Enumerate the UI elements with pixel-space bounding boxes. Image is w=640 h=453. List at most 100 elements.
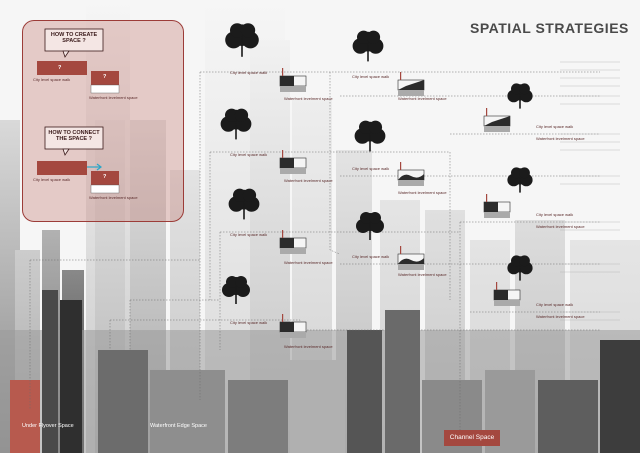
tree-crown-5-4	[368, 120, 383, 134]
tree-crown-3-3	[511, 83, 522, 95]
tree-trunk-2	[367, 46, 369, 62]
water-level-4	[280, 168, 306, 174]
strategy-1-water-label: Waterfront levelment space	[284, 96, 333, 101]
tree-crown-10-3	[226, 276, 238, 288]
strategy-5-water-label: Waterfront levelment space	[398, 190, 447, 195]
page-title: SPATIAL STRATEGIES	[470, 20, 629, 36]
connector-line	[329, 72, 341, 255]
tree-crown-8-4	[369, 212, 381, 224]
strategy-2-city-label: City level space walk	[352, 74, 390, 79]
tree-crown-1-4	[240, 23, 256, 38]
person-mark-2	[400, 72, 402, 80]
slope-block-2	[398, 80, 424, 90]
legend-city-label-1: City level space walk	[33, 77, 71, 82]
strategy-5-city-label: City level space walk	[352, 166, 390, 171]
step-block-1	[280, 76, 294, 86]
question-mark-3: ?	[103, 174, 107, 180]
tree-crown-5-3	[359, 120, 373, 134]
strategy-6-city-label: City level space walk	[536, 212, 574, 217]
tree-trunk-1	[241, 40, 243, 57]
tree-crown-2-3	[357, 30, 371, 44]
strategy-10-city-label: City level space walk	[230, 320, 268, 325]
tree-trunk-6	[519, 180, 521, 193]
tree-trunk-7	[243, 204, 245, 220]
strategy-7-water-label: Waterfront levelment space	[284, 260, 333, 265]
connector-line	[340, 95, 600, 265]
legend-water-label-2: Waterfront levelment space	[89, 195, 138, 200]
connector-line	[29, 259, 200, 410]
connector-line	[209, 151, 450, 300]
question-mark-1: ?	[58, 65, 62, 71]
water-level-5	[398, 180, 424, 186]
connector-line	[109, 319, 600, 410]
water-level-3	[484, 126, 510, 132]
person-mark-6	[486, 194, 488, 202]
tree-crown-1-3	[230, 23, 245, 38]
connector-line	[199, 71, 600, 400]
person-mark-7	[282, 230, 284, 238]
connector-line	[219, 231, 460, 350]
connector-line	[459, 221, 600, 430]
tree-crown-6-3	[511, 167, 522, 179]
strategy-2-water-label: Waterfront levelment space	[398, 96, 447, 101]
connect-space-question: HOW TO CONNECT THE SPACE ?	[48, 130, 100, 142]
water-level-10	[280, 332, 306, 338]
channel-space-label: Channel Space	[444, 430, 500, 446]
water-level-8	[398, 264, 424, 270]
tree-crown-4-3	[225, 108, 239, 122]
strategy-9-water-label: Waterfront levelment space	[536, 314, 585, 319]
connector-line	[449, 133, 600, 300]
under-flyover-label: Under Flyover Space	[22, 423, 74, 429]
tree-trunk-5	[369, 136, 371, 152]
person-mark-8	[400, 246, 402, 254]
strategy-3-city-label: City level space walk	[536, 124, 574, 129]
water-level-7	[280, 248, 306, 254]
strategy-4-water-label: Waterfront levelment space	[284, 178, 333, 183]
person-mark-5	[400, 162, 402, 170]
strategy-9-city-label: City level space walk	[536, 302, 574, 307]
tree-trunk-8	[369, 226, 371, 240]
strategy-3-water-label: Waterfront levelment space	[536, 136, 585, 141]
wave-block-8	[398, 258, 424, 264]
tree-crown-3-4	[519, 83, 530, 95]
water-level-2	[398, 90, 424, 96]
tree-crown-9-3	[511, 255, 522, 267]
legend-graphics	[37, 28, 120, 194]
strategy-1-city-label: City level space walk	[230, 70, 268, 75]
step-block-4	[280, 158, 294, 168]
legend-city-label-2: City level space walk	[33, 177, 71, 182]
tree-trunk-10	[235, 290, 237, 304]
water-level-1	[280, 86, 306, 92]
person-mark-4	[282, 150, 284, 158]
strategy-10-water-label: Waterfront levelment space	[284, 344, 333, 349]
tree-trunk-9	[519, 268, 521, 281]
tree-crown-7-4	[242, 188, 257, 202]
legend-panel: HOW TO CREATE SPACE ? HOW TO CONNECT THE…	[22, 20, 184, 222]
wave-block-5	[398, 174, 424, 180]
water-level-6	[484, 212, 510, 218]
strategy-4-city-label: City level space walk	[230, 152, 268, 157]
tree-crown-8-3	[360, 212, 372, 224]
step-block-10	[280, 322, 294, 332]
person-mark-1	[282, 68, 284, 76]
slope-block-3	[484, 116, 510, 126]
person-mark-3	[486, 108, 488, 116]
legend-water-label-1: Waterfront levelment space	[89, 95, 138, 100]
tree-crown-2-4	[366, 30, 381, 44]
strategy-7-city-label: City level space walk	[230, 232, 268, 237]
strategy-6-water-label: Waterfront levelment space	[536, 224, 585, 229]
tree-crown-9-4	[519, 255, 530, 267]
waterfront-edge-label: Waterfront Edge Space	[150, 423, 207, 429]
tree-crown-7-3	[233, 188, 247, 202]
tree-trunk-3	[519, 96, 521, 109]
tree-crown-10-4	[235, 276, 247, 288]
tree-crown-6-4	[519, 167, 530, 179]
question-mark-2: ?	[103, 74, 107, 80]
tree-crown-4-4	[234, 108, 249, 122]
strategy-8-water-label: Waterfront levelment space	[398, 272, 447, 277]
step-block-7	[280, 238, 294, 248]
tree-trunk-4	[235, 124, 237, 140]
strategy-8-city-label: City level space walk	[352, 254, 390, 259]
